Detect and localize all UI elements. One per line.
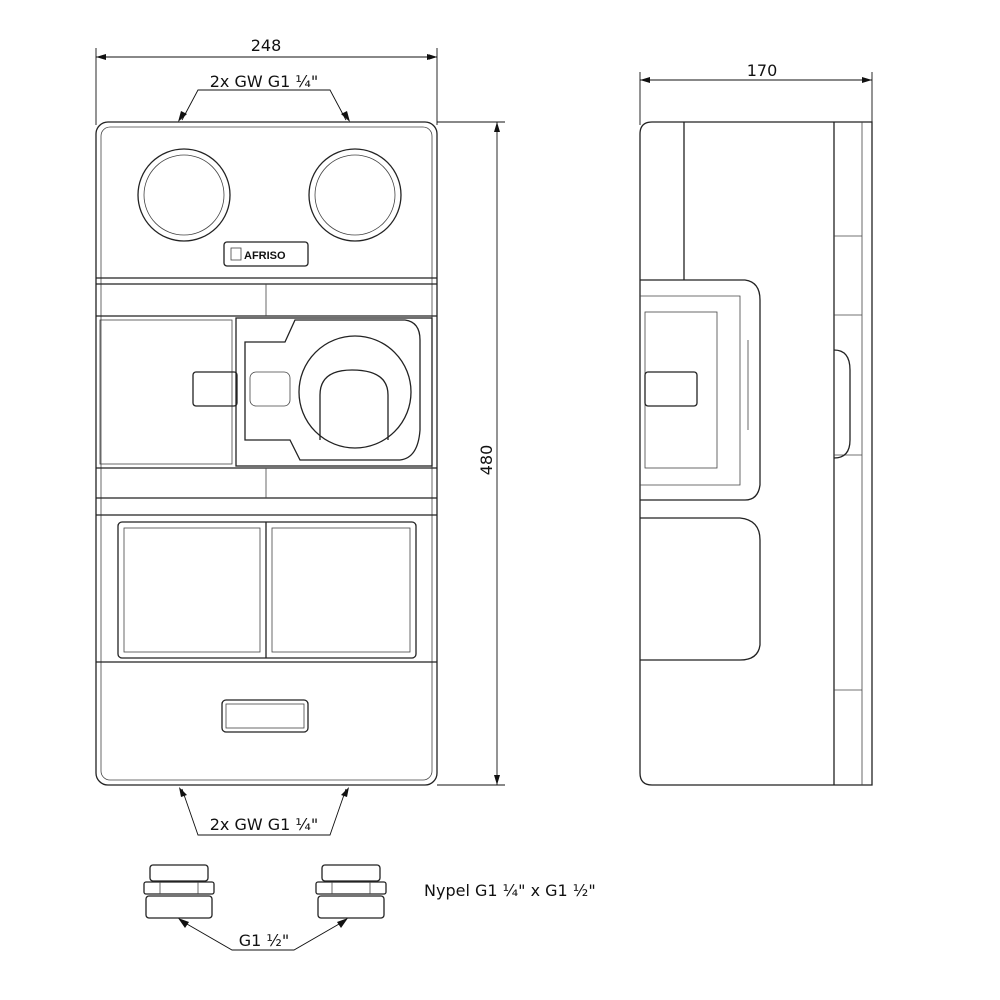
afriso-logo: AFRISO: [223, 241, 309, 267]
top-left-port: [137, 148, 231, 242]
nipple-callout: G1 ½": [178, 918, 348, 951]
top-connection-callout: 2x GW G1 ¼": [178, 72, 350, 122]
height-dimension: 480: [437, 121, 505, 786]
width-dimension: 248: [95, 36, 438, 125]
logo-text: AFRISO: [244, 250, 286, 262]
display-window: [221, 699, 309, 733]
side-view: [639, 121, 873, 786]
depth-dimension: 170: [639, 61, 873, 125]
nipple-right: [315, 864, 387, 919]
nipple-thread-label: G1 ½": [239, 931, 290, 950]
front-view: AFRISO: [95, 121, 438, 786]
nipple-left: [143, 864, 215, 919]
nipple-description: Nypel G1 ¼" x G1 ½": [424, 881, 596, 900]
width-label: 248: [251, 36, 282, 55]
top-connection-label: 2x GW G1 ¼": [210, 72, 319, 91]
bottom-connection-callout: 2x GW G1 ¼": [179, 787, 349, 836]
bottom-connection-label: 2x GW G1 ¼": [210, 815, 319, 834]
height-label: 480: [477, 445, 496, 476]
top-right-port: [308, 148, 402, 242]
depth-label: 170: [747, 61, 778, 80]
pump-head: [298, 335, 412, 449]
